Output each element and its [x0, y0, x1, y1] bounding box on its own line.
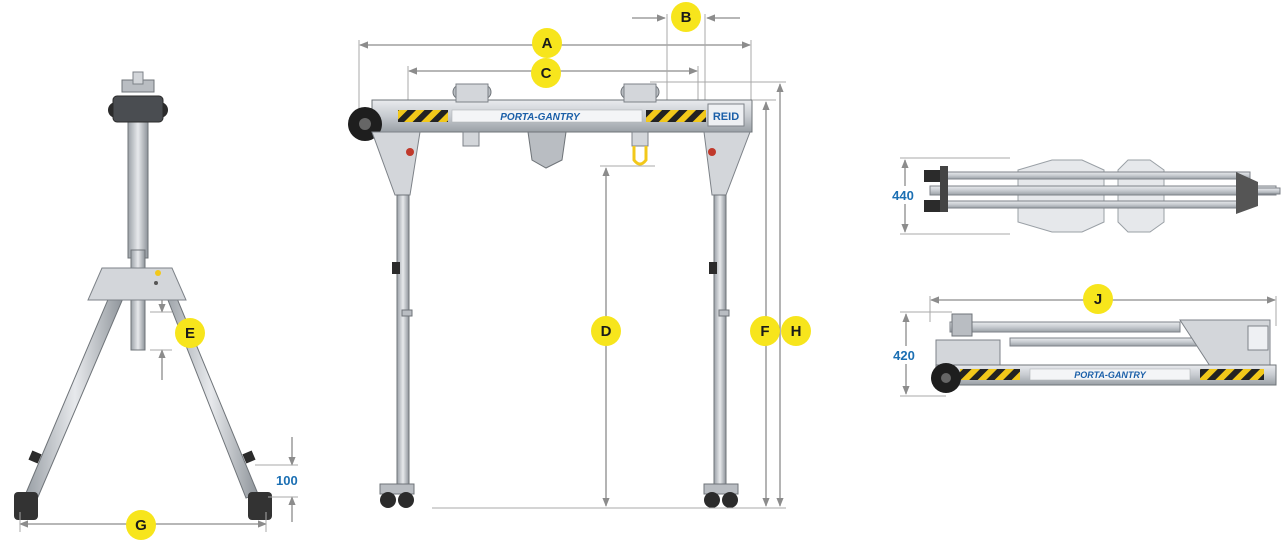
- label-a-badge: A: [532, 28, 562, 58]
- front-beam-brand: PORTA-GANTRY: [500, 112, 581, 123]
- side-mast: [127, 117, 149, 259]
- side-right-leg: [163, 288, 259, 499]
- label-f-badge: F: [750, 316, 780, 346]
- label-d-badge: D: [591, 316, 621, 346]
- svg-text:B: B: [681, 9, 692, 26]
- side-dimension-100: 100: [276, 473, 298, 488]
- svg-text:G: G: [135, 517, 147, 534]
- front-left-leg: [396, 194, 410, 486]
- svg-text:D: D: [601, 323, 612, 340]
- label-c-badge: C: [531, 58, 561, 88]
- svg-text:H: H: [791, 323, 802, 340]
- stowed-top-plate-right: [1117, 159, 1165, 233]
- stowed-top-plate-left: [1017, 159, 1105, 233]
- side-left-leg: [25, 289, 125, 498]
- stowed-dimension-420: 420: [893, 348, 915, 363]
- front-trolley-left: [452, 83, 492, 147]
- front-view: PORTA-GANTRY REID: [348, 2, 811, 509]
- stowed-beam-brand: PORTA-GANTRY: [1074, 370, 1147, 380]
- svg-text:A: A: [542, 35, 553, 52]
- label-e-badge: E: [175, 318, 205, 348]
- front-trolley-right: [620, 83, 660, 147]
- label-g-badge: G: [126, 510, 156, 540]
- front-end-plate-logo: REID: [713, 111, 739, 123]
- label-b-badge: B: [671, 2, 701, 32]
- front-right-gusset: [703, 131, 751, 196]
- front-hoist: [527, 131, 567, 169]
- svg-text:E: E: [185, 325, 195, 342]
- front-left-gusset: [371, 131, 421, 196]
- label-j-badge: J: [1083, 284, 1113, 314]
- svg-text:F: F: [760, 323, 769, 340]
- stowed-top-view: 440: [886, 157, 1281, 235]
- side-head-plate: [87, 267, 187, 301]
- stowed-side-view: PORTA-GANTRY 420 J: [886, 284, 1277, 397]
- label-h-badge: H: [781, 316, 811, 346]
- front-shackle: [632, 146, 648, 166]
- svg-text:J: J: [1094, 291, 1102, 308]
- side-view: 100 E G: [14, 71, 298, 540]
- stowed-dimension-440: 440: [892, 188, 914, 203]
- svg-text:C: C: [541, 65, 552, 82]
- front-right-leg: [713, 194, 727, 486]
